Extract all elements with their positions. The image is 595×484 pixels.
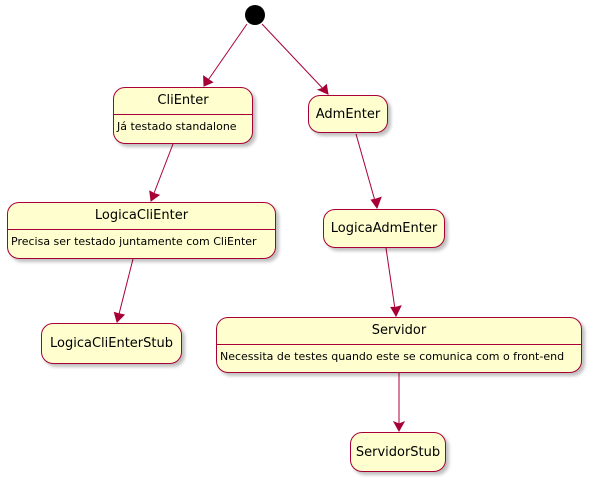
arrowhead-servidor xyxy=(390,305,402,318)
transition-admenter-logicaadmenter xyxy=(355,133,378,209)
state-name: LogicaAdmEnter xyxy=(330,221,438,236)
arrowhead-logicaclienter-stub xyxy=(113,311,126,323)
state-name: AdmEnter xyxy=(315,106,381,122)
transition-start-clienter xyxy=(203,23,248,87)
state-servidor-stub: ServidorStub xyxy=(350,432,446,472)
transition-logicaclienter-stub xyxy=(116,258,134,323)
state-description: Necessita de testes quando este se comun… xyxy=(220,350,565,363)
transition-start-admenter xyxy=(261,23,329,95)
arrowhead-servidorstub xyxy=(392,421,406,433)
state-logica-clienter-stub: LogicaCliEnterStub xyxy=(41,323,182,364)
state-description: Já testado standalone xyxy=(117,120,237,133)
state-logica-admenter: LogicaAdmEnter xyxy=(323,209,445,248)
state-admenter: AdmEnter xyxy=(308,95,388,133)
state-name: CliEnter xyxy=(114,88,252,115)
state-servidor: Servidor Necessita de testes quando este… xyxy=(216,317,582,373)
arrowhead-logicaadmenter xyxy=(370,196,382,210)
arrowhead-admenter xyxy=(316,83,329,95)
state-clienter: CliEnter Já testado standalone xyxy=(113,87,253,144)
transition-clienter-logicaclienter xyxy=(150,143,174,202)
arrowhead-logicaclienter xyxy=(149,190,161,202)
state-name: LogicaCliEnterStub xyxy=(50,336,173,351)
state-name: ServidorStub xyxy=(355,444,441,460)
state-description: Precisa ser testado juntamente com CliEn… xyxy=(11,235,257,248)
transition-logicaadmenter-servidor xyxy=(385,247,397,317)
initial-state xyxy=(245,5,265,25)
state-logica-clienter: LogicaCliEnter Precisa ser testado junta… xyxy=(7,202,276,259)
state-name: Servidor xyxy=(217,318,581,345)
arrowhead-clienter xyxy=(203,75,214,87)
state-name: LogicaCliEnter xyxy=(8,203,275,230)
